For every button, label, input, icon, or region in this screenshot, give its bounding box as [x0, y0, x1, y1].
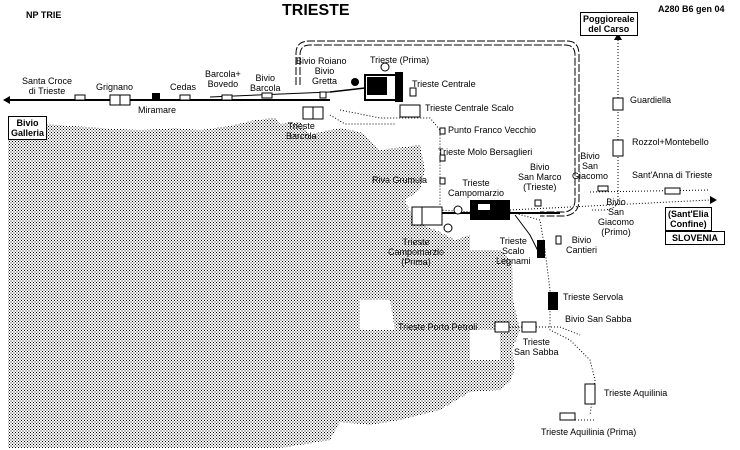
station-icon	[555, 235, 562, 245]
station-icon	[439, 154, 446, 162]
station-santanna: Sant'Anna di Trieste	[632, 170, 713, 180]
station-icon	[612, 139, 624, 157]
line-to-centrale	[329, 87, 366, 93]
santelia-box: (Sant'Elia Confine)	[665, 207, 712, 231]
station-icon	[319, 91, 327, 99]
junction-icon	[351, 78, 359, 86]
port-line-2	[329, 114, 395, 125]
station-scalo-legnami: Trieste Scalo Legnami	[496, 236, 531, 266]
station-trieste-prima: Trieste (Prima)	[370, 55, 430, 65]
station-icon	[494, 321, 510, 333]
station-riva-grumula: Riva Grumula	[372, 175, 428, 185]
trieste-centrale-icon	[367, 77, 387, 95]
station-aquilinia: Trieste Aquilinia	[604, 388, 668, 398]
line-slovenia	[509, 199, 711, 211]
station-icon	[597, 185, 609, 192]
bivio-galleria-box: Bivio Galleria	[8, 116, 48, 140]
station-icon	[612, 97, 624, 111]
station-icon	[409, 87, 417, 97]
station-icon	[152, 93, 160, 99]
station-icon	[179, 94, 191, 101]
station-campomarzio: Trieste Campomarzio	[448, 178, 505, 198]
station-grignano: Grignano	[96, 82, 134, 92]
south-line-2	[514, 214, 541, 256]
station-san-sabba: Trieste San Sabba	[514, 337, 559, 357]
station-bivio-san-marco: Bivio San Marco (Trieste)	[518, 162, 562, 192]
station-trieste-barcola: Trieste Barcola	[286, 121, 317, 141]
station-miramare: Miramare	[138, 105, 177, 115]
map-code: NP TRIE	[26, 10, 62, 20]
south-line	[509, 211, 596, 416]
port-line	[339, 109, 471, 213]
junction-icon	[380, 62, 390, 72]
station-rozzol: Rozzol+Montebello	[632, 137, 709, 147]
trieste-centrale-icon	[395, 72, 403, 102]
station-bivio-barcola: Bivio Barcola	[250, 73, 281, 93]
inlet	[470, 330, 500, 360]
station-icon	[584, 383, 596, 405]
junction-icon	[443, 223, 453, 233]
station-icon	[399, 104, 421, 118]
station-icon	[439, 177, 446, 185]
station-guardiella: Guardiella	[630, 95, 672, 105]
line-santanna	[589, 189, 711, 193]
station-icon	[439, 127, 446, 135]
trieste-campomarzio-icon	[478, 204, 490, 210]
station-bivio-san-giacomo: Bivio San Giacomo	[572, 151, 609, 181]
arrow-up-icon	[614, 33, 622, 40]
campomarzio-prima-icon	[411, 206, 443, 226]
station-bivio-roiano: Bivio Roiano	[296, 56, 347, 66]
station-icon	[559, 412, 576, 421]
station-icon	[74, 94, 86, 101]
freight-loop	[299, 44, 576, 213]
station-bivio-gretta: Bivio Gretta	[312, 66, 338, 86]
station-icon	[534, 199, 542, 207]
station-icon	[537, 240, 545, 258]
junction-icon	[453, 205, 463, 215]
station-icon	[221, 94, 233, 101]
station-punto-franco: Punto Franco Vecchio	[448, 125, 537, 135]
porto-petroli-line	[500, 326, 581, 336]
station-cedas: Cedas	[170, 82, 197, 92]
slovenia-box: SLOVENIA	[665, 231, 725, 245]
station-icon	[261, 92, 273, 99]
map-version: A280 B6 gen 04	[658, 4, 725, 14]
station-aquilinia-prima: Trieste Aquilinia (Prima)	[541, 427, 637, 437]
station-servola: Trieste Servola	[563, 292, 624, 302]
station-santa-croce: Santa Croce di Trieste	[22, 76, 73, 96]
freight-loop	[295, 40, 580, 217]
station-icon	[548, 292, 558, 310]
station-campomarzio-prima: Trieste Campomarzio (Prima)	[388, 237, 445, 267]
arrow-right-icon	[710, 196, 717, 204]
station-bivio-san-sabba: Bivio San Sabba	[565, 314, 632, 324]
station-molo-bersaglieri: Trieste Molo Bersaglieri	[438, 147, 533, 157]
page-title: TRIESTE	[282, 2, 350, 19]
station-icon	[521, 321, 537, 333]
station-barcola-bovedo: Barcola+ Bovedo	[205, 69, 241, 89]
station-bivio-san-giacomo-prima: Bivio San Giacomo (Primo)	[598, 197, 635, 237]
station-bivio-cantieri: Bivio Cantieri	[566, 235, 598, 255]
station-centrale-scalo: Trieste Centrale Scalo	[425, 103, 514, 113]
poggioreale-box: Poggioreale del Carso	[580, 12, 638, 36]
station-porto-petroli: Trieste Porto Petroli	[398, 322, 478, 332]
station-icon	[664, 187, 681, 195]
inlet	[360, 300, 395, 330]
arrow-left-icon	[3, 96, 10, 104]
station-trieste-centrale: Trieste Centrale	[412, 79, 476, 89]
sea-area	[8, 118, 520, 448]
